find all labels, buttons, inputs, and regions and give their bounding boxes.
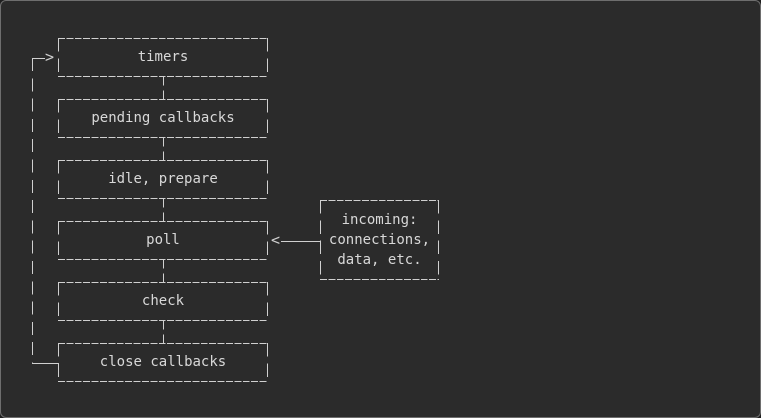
phase-box-idle-prepare: idle, prepare [58, 160, 268, 199]
connector-poll-check [163, 260, 164, 282]
incoming-box: incoming: connections, data, etc. [320, 200, 439, 280]
phase-box-check: check [58, 282, 268, 321]
connector-pending-idle [163, 138, 164, 160]
poll-arrowhead-icon: < [271, 230, 281, 249]
phase-label-check: check [141, 293, 185, 310]
phase-label-timers: timers [137, 49, 189, 66]
loop-line-vertical [32, 58, 33, 364]
phase-box-pending-callbacks: pending callbacks [58, 99, 268, 138]
phase-box-poll: poll [58, 221, 268, 260]
connector-timers-pending [163, 77, 164, 99]
incoming-arrow-line [281, 241, 320, 242]
incoming-line-1: incoming: [341, 211, 418, 228]
incoming-line-3: data, etc. [337, 252, 422, 269]
incoming-line-2: connections, [328, 231, 431, 248]
phase-box-close-callbacks: close callbacks [58, 343, 268, 382]
loop-line-bottom [32, 363, 59, 364]
connector-check-close [163, 321, 164, 343]
phase-box-timers: timers [58, 38, 268, 77]
phase-label-poll: poll [146, 232, 180, 249]
phase-label-close-callbacks: close callbacks [99, 354, 227, 371]
phase-label-idle-prepare: idle, prepare [108, 171, 218, 188]
loop-line-top [32, 58, 45, 59]
loop-arrowhead-icon: > [45, 47, 55, 66]
connector-idle-poll [163, 199, 164, 221]
phase-label-pending-callbacks: pending callbacks [91, 110, 235, 127]
